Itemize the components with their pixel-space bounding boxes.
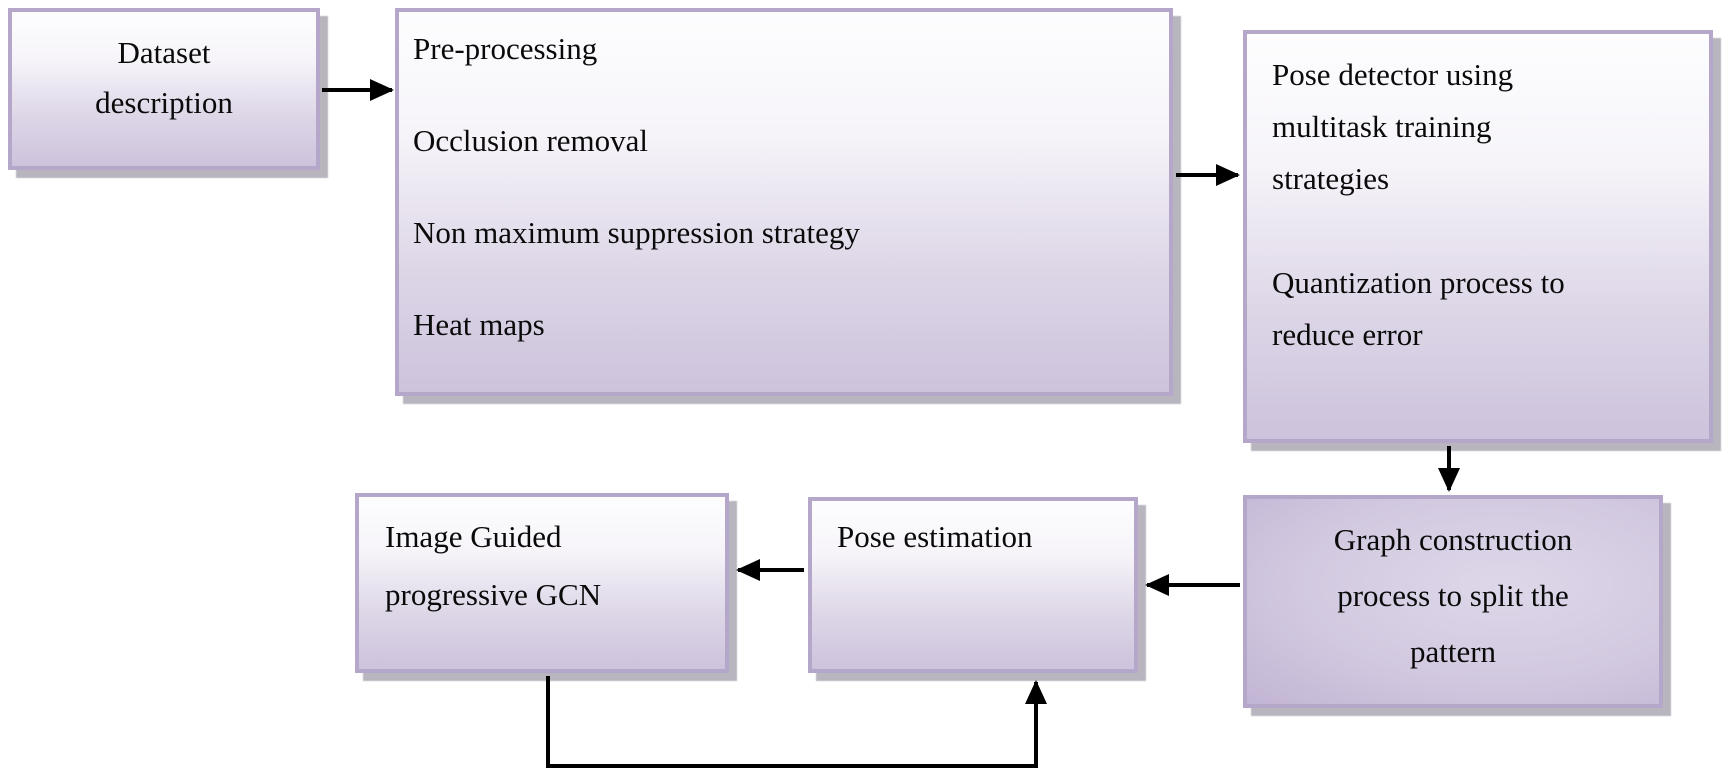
box-text-line: reduce error (1272, 317, 1423, 352)
box-dataset-description: Dataset description (8, 8, 320, 170)
box-text-line: Heat maps (413, 307, 545, 342)
box-preprocessing: Pre-processing Occlusion removal Non max… (395, 8, 1173, 396)
box-image-guided-gcn: Image Guided progressive GCN (355, 493, 729, 673)
box-text-line: Graph construction (1333, 522, 1573, 557)
box-graph-construction: Graph construction process to split the … (1243, 495, 1663, 708)
box-text-line: Image Guided (385, 519, 562, 554)
box-text-line: strategies (1272, 161, 1390, 196)
box-text-line: Dataset (117, 35, 211, 70)
box-text-line: multitask training (1272, 109, 1492, 144)
box-pose-detector: Pose detector using multitask training s… (1243, 30, 1713, 443)
box-text-line: pattern (1409, 634, 1497, 669)
box-pose-estimation: Pose estimation (808, 497, 1138, 673)
box-text-line: description (95, 85, 233, 120)
box-text-line: progressive GCN (385, 577, 602, 612)
box-text-line: Pose detector using (1272, 57, 1514, 92)
box-text-line: Quantization process to (1272, 265, 1565, 300)
box-text-line: Pre-processing (413, 31, 598, 66)
box-text-line: Non maximum suppression strategy (413, 215, 860, 250)
arrow-feedback-image-gcn-to-pose-estimation (546, 676, 1047, 768)
box-text-line: Occlusion removal (413, 123, 649, 158)
box-text-line: process to split the (1337, 578, 1569, 613)
box-text-line: Pose estimation (837, 519, 1033, 554)
